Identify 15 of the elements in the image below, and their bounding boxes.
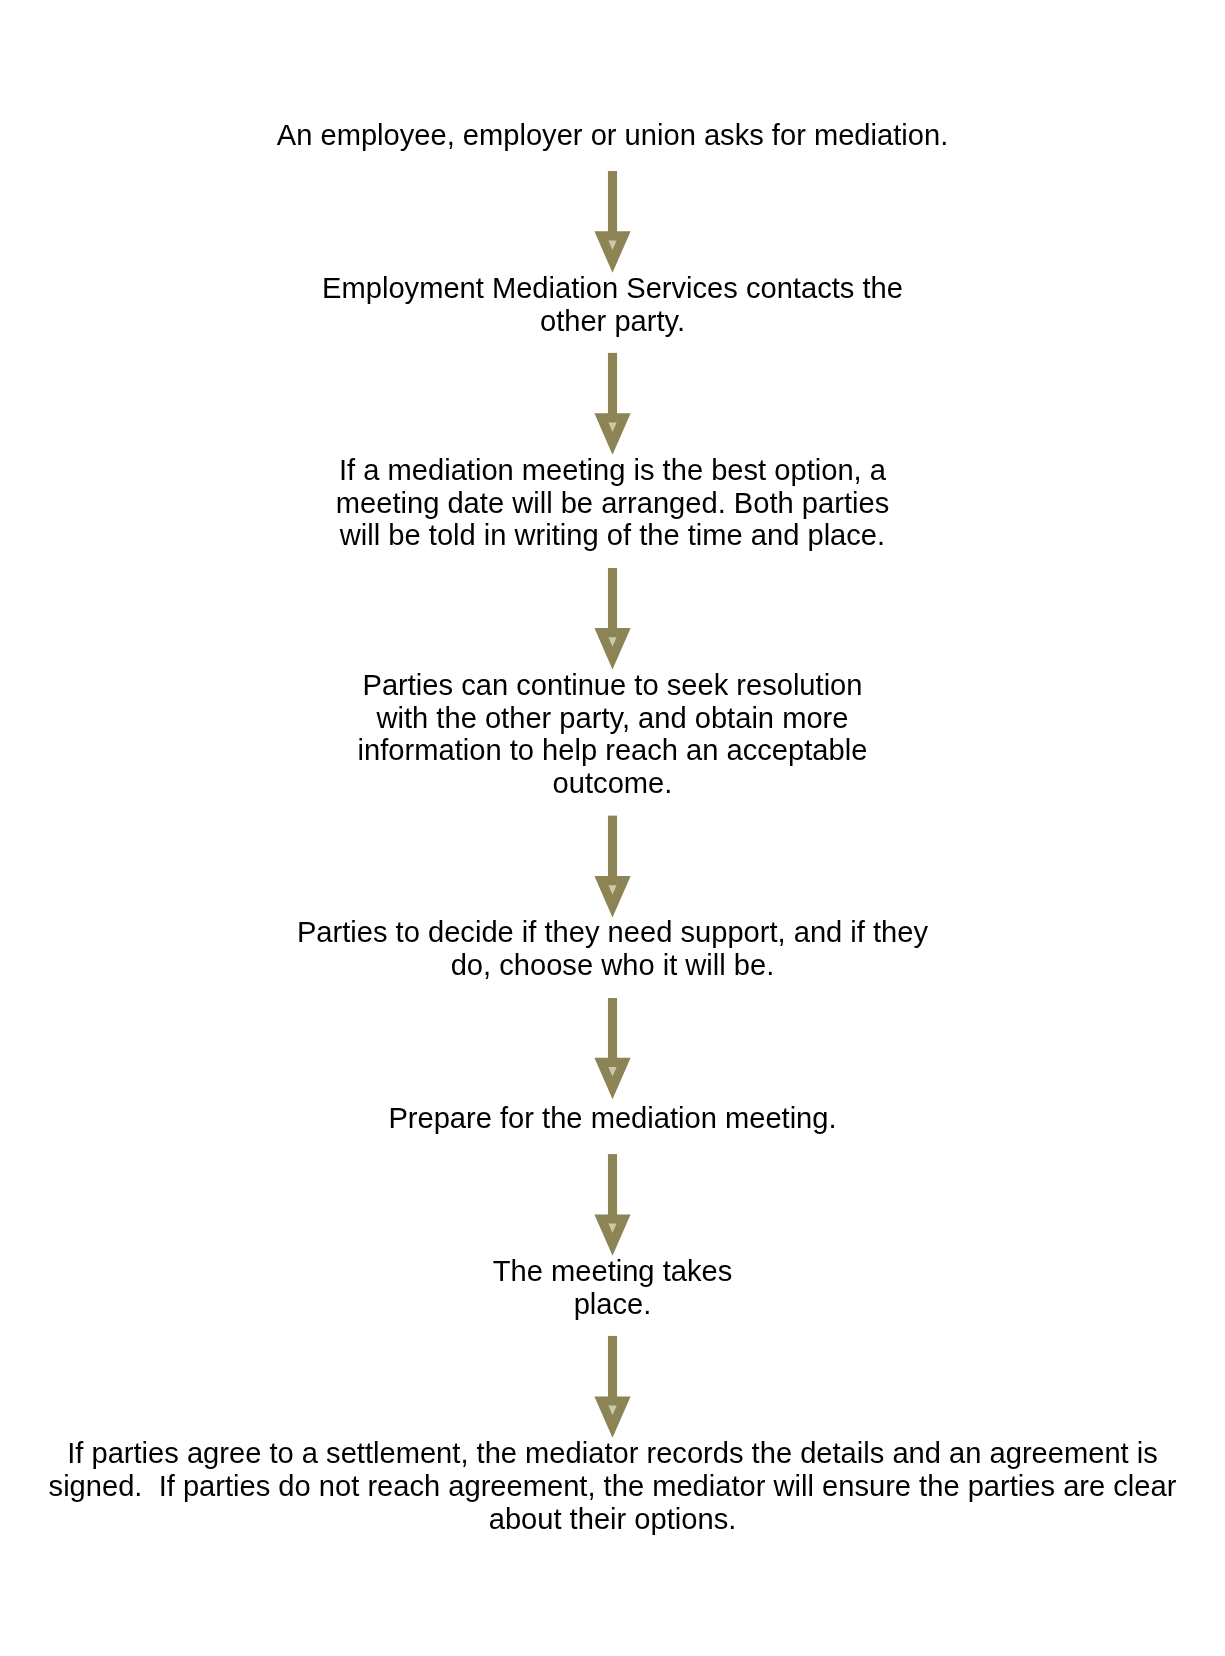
arrow xyxy=(594,998,631,1100)
node-text: Prepare for the mediation meeting. xyxy=(388,1102,837,1135)
node-text: Parties to decide if they need support, and if they do, choose who it will be. xyxy=(296,916,929,982)
node-text: If parties agree to a settlement, the mediator records the details and an agreement is signed. If parties do not reach agreement, the mediator will ensure the parties are clear about their options. xyxy=(48,1436,1177,1535)
node-text: Parties can continue to seek resolution with the other party, and obtain more information to help reach an acceptable outcome. xyxy=(357,668,868,800)
arrow xyxy=(594,1154,631,1256)
node-text: An employee, employer or union asks for mediation. xyxy=(276,118,949,151)
arrow xyxy=(594,815,631,918)
arrow xyxy=(594,1335,631,1438)
arrow xyxy=(594,352,631,455)
arrow xyxy=(594,568,631,670)
node-text: The meeting takes place. xyxy=(492,1254,733,1320)
arrow xyxy=(594,171,631,273)
node-text: Employment Mediation Services contacts the other party. xyxy=(322,271,903,337)
node-text: If a mediation meeting is the best option, a meeting date will be arranged. Both parties will be told in writing of the time and place. xyxy=(335,453,890,552)
